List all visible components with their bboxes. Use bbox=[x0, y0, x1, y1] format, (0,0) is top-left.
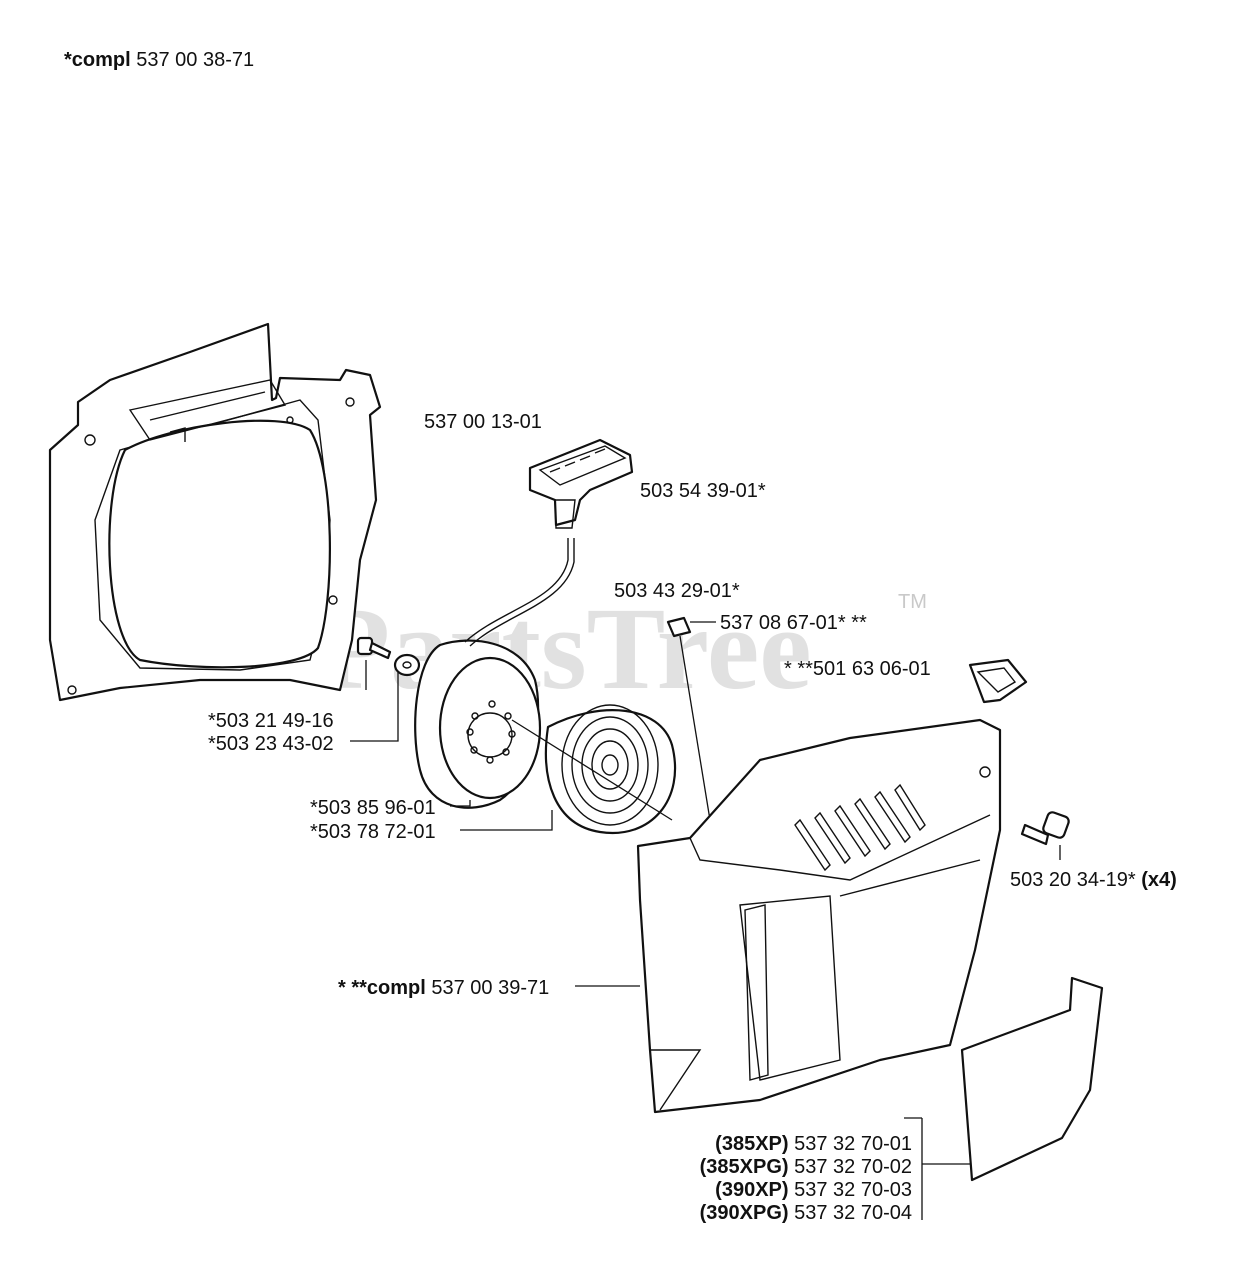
decal-row: (390XP) 537 32 70-03 bbox=[715, 1179, 912, 1201]
label-handle: 503 54 39-01* bbox=[640, 480, 766, 502]
label-screw-a: *503 21 49-16 bbox=[208, 710, 334, 732]
label-rubber: * **501 63 06-01 bbox=[784, 658, 931, 680]
label-pulley: *503 85 96-01 bbox=[310, 797, 436, 819]
screw-part bbox=[356, 636, 392, 690]
decal-sheet bbox=[960, 976, 1104, 1182]
label-starter-assy: 537 00 13-01 bbox=[424, 411, 542, 433]
cover-vent bbox=[794, 783, 926, 872]
cover-screw-part bbox=[1020, 811, 1070, 846]
watermark-text: PartsTree bbox=[318, 583, 812, 714]
leader-lines bbox=[350, 621, 1061, 1220]
label-spring: *503 78 72-01 bbox=[310, 821, 436, 843]
recoil-spring bbox=[544, 704, 677, 835]
label-cover: * **compl 537 00 39-71 bbox=[338, 977, 549, 999]
watermark-tm: TM bbox=[898, 591, 927, 613]
starter-rope bbox=[464, 538, 575, 647]
label-washer-a: *503 23 43-02 bbox=[208, 733, 334, 755]
washer-part bbox=[393, 653, 421, 677]
decal-row: (385XP) 537 32 70-01 bbox=[715, 1133, 912, 1155]
decal-row: (390XPG) 537 32 70-04 bbox=[700, 1202, 912, 1224]
decal-list: (385XP) 537 32 70-01 (385XPG) 537 32 70-… bbox=[700, 1133, 912, 1224]
header-compl: *compl 537 00 38-71 bbox=[64, 49, 254, 71]
starter-pulley bbox=[414, 639, 542, 809]
label-nut: 537 08 67-01* ** bbox=[720, 612, 867, 634]
label-cover-screw: 503 20 34-19* (x4) bbox=[1010, 869, 1177, 891]
starter-cover bbox=[636, 718, 1002, 1114]
label-rope-guide: 503 43 29-01* bbox=[614, 580, 740, 602]
decal-row: (385XPG) 537 32 70-02 bbox=[700, 1156, 912, 1178]
rubber-part bbox=[968, 658, 1028, 704]
fan-housing bbox=[48, 322, 382, 702]
rope-guide-part bbox=[666, 616, 711, 821]
starter-handle bbox=[528, 438, 634, 529]
